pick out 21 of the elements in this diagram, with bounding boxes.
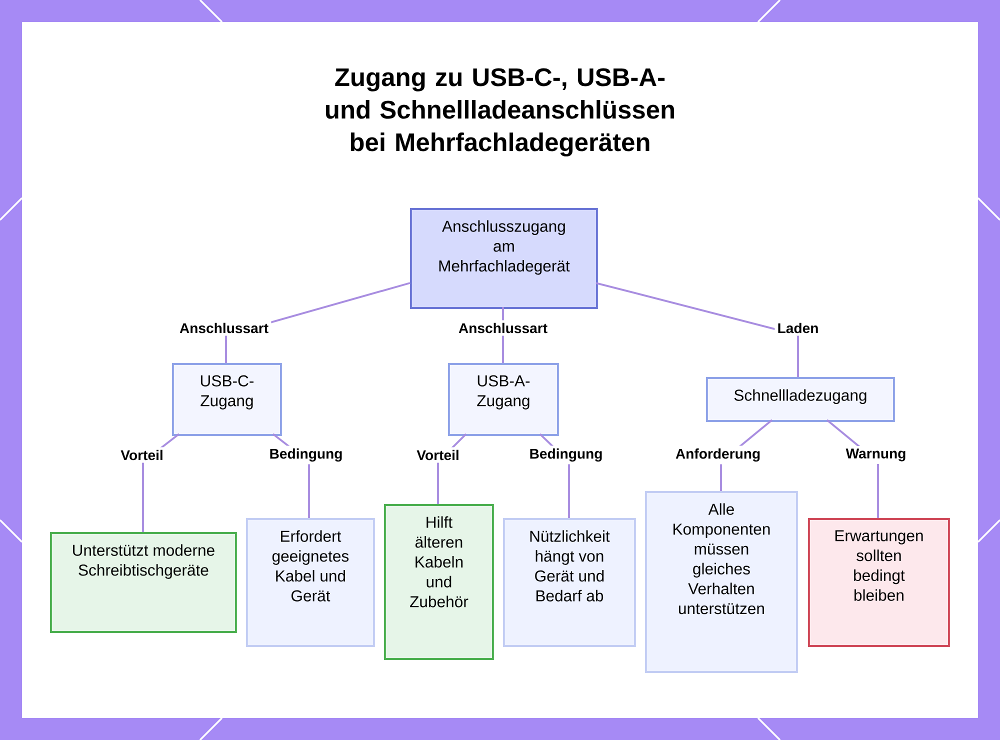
node-box: Hilft älteren Kabeln und Zubehör (384, 504, 494, 660)
node-box: Nützlichkeit hängt von Gerät und Bedarf ab (503, 518, 636, 647)
edge-label: Vorteil (118, 447, 166, 463)
edge-label: Warnung (843, 446, 909, 464)
edge-label: Anschlussart (176, 320, 272, 336)
node-box: Erwartungen sollten bedingt bleiben (808, 518, 950, 647)
node-box: Alle Komponenten müssen gleiches Verhalten unterstützen (645, 491, 798, 673)
node-box: Anschlusszugang am Mehrfachladegerät (410, 208, 598, 309)
node-box: Unterstützt moderne Schreibtischgeräte (50, 532, 237, 633)
node-box: Erfordert geeignetes Kabel und Gerät (246, 518, 375, 647)
edge-label: Anforderung (672, 446, 764, 464)
edge-label: Laden (774, 320, 822, 336)
edge-label: Anschlussart (456, 320, 550, 336)
edge-label: Bedingung (266, 446, 346, 464)
node-box: USB-A-Zugang (448, 363, 559, 436)
connector-line (596, 282, 799, 377)
node-box: Schnellladezugang (706, 377, 895, 422)
edge-label: Vorteil (414, 447, 462, 463)
title: Zugang zu USB-C-, USB-A- und Schnellladeanschlüssen bei Mehrfachladegeräten (326, 68, 674, 156)
edge-label: Bedingung (526, 446, 606, 464)
node-box: USB-C-Zugang (172, 363, 282, 436)
